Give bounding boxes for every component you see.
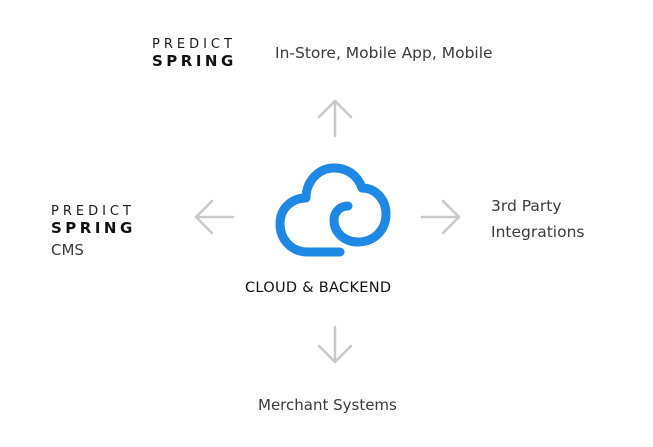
arrow-up-icon <box>316 98 354 138</box>
brand-logo-line2: SPRING <box>152 52 237 70</box>
brand-logo-left: PREDICT SPRING <box>51 204 136 238</box>
right-node-line1: 3rd Party <box>491 197 562 215</box>
cloud-icon <box>270 158 396 262</box>
center-node-label: CLOUD & BACKEND <box>245 280 392 296</box>
left-node-description: CMS <box>51 241 84 259</box>
bottom-node-description: Merchant Systems <box>258 396 397 414</box>
arrow-down-icon <box>316 325 354 365</box>
arrow-left-icon <box>193 198 235 236</box>
right-node-line2: Integrations <box>491 223 585 241</box>
top-node-description: In-Store, Mobile App, Mobile <box>275 44 493 62</box>
right-node-description: 3rd Party Integrations <box>491 193 584 245</box>
arrow-right-icon <box>420 198 462 236</box>
brand-logo-line2: SPRING <box>51 219 136 237</box>
brand-logo-line1: PREDICT <box>152 37 236 52</box>
brand-logo-top: PREDICT SPRING <box>152 37 237 71</box>
brand-logo-line1: PREDICT <box>51 204 135 219</box>
